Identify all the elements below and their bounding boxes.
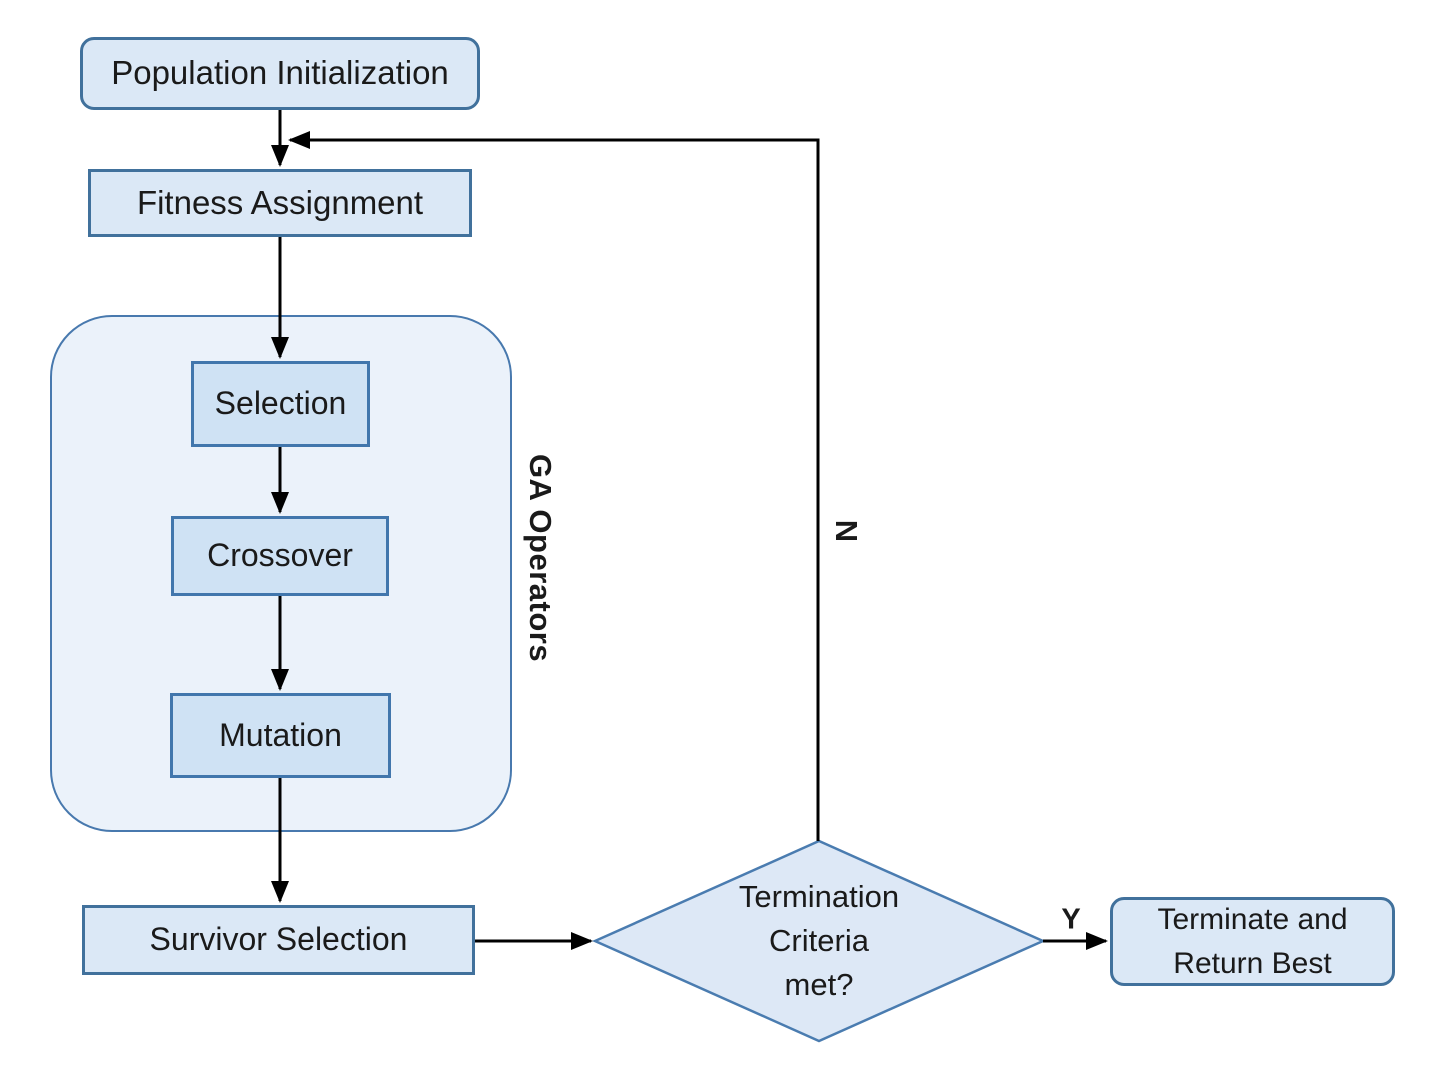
- branch-yes-label: Y: [1061, 903, 1081, 936]
- node-survivor-selection-label: Survivor Selection: [149, 921, 408, 958]
- node-selection: Selection: [191, 361, 370, 447]
- node-terminate-return-best-label: Terminate and Return Best: [1157, 903, 1348, 980]
- branch-no-label: N: [829, 519, 864, 543]
- node-mutation-label: Mutation: [219, 716, 342, 753]
- node-crossover-label: Crossover: [207, 537, 353, 574]
- node-terminate-return-best: Terminate and Return Best: [1110, 897, 1395, 986]
- node-selection-label: Selection: [214, 385, 347, 422]
- node-fitness-assignment-label: Fitness Assignment: [136, 183, 424, 221]
- ga-operators-group-label: GA Operators: [523, 453, 558, 663]
- node-termination-decision-label: Termination Criteria met?: [738, 878, 900, 1003]
- node-population-initialization: Population Initialization: [80, 37, 480, 110]
- node-fitness-assignment: Fitness Assignment: [88, 169, 472, 237]
- node-survivor-selection: Survivor Selection: [82, 905, 475, 975]
- node-population-initialization-label: Population Initialization: [111, 54, 449, 92]
- node-crossover: Crossover: [171, 516, 389, 596]
- node-mutation: Mutation: [170, 693, 391, 778]
